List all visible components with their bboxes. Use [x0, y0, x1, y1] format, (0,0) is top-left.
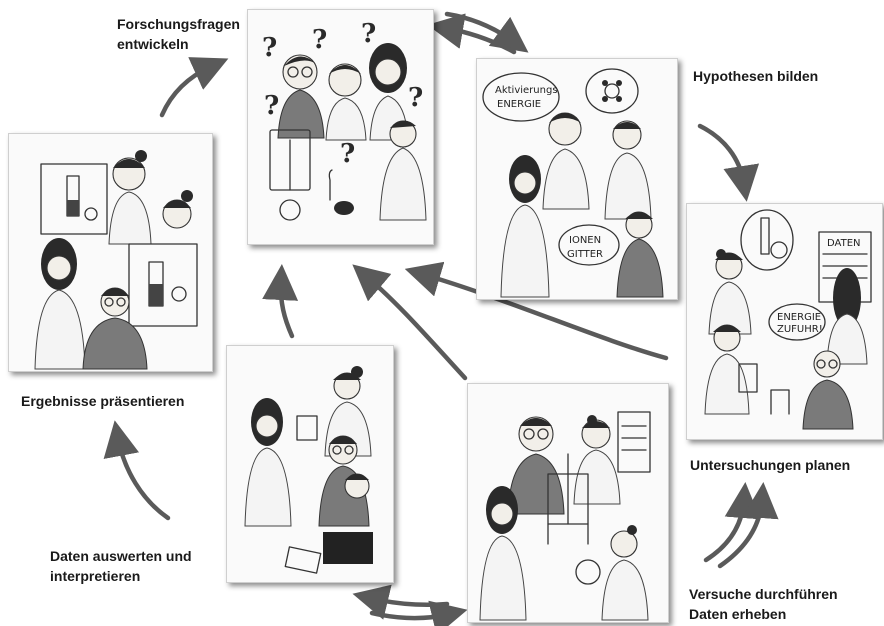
svg-text:?: ?	[264, 91, 279, 121]
bubble-ionen: IONEN	[569, 235, 601, 246]
data-analysis-illustration	[244, 366, 373, 574]
arrow-hypothesen-to-forschungsfragen	[427, 13, 517, 55]
arrow-hypothesen-to-untersuchungen	[697, 123, 760, 202]
hypothesis-discussion-illustration: Aktivierungs ENERGIE IONEN GITTER	[482, 68, 664, 298]
svg-text:?: ?	[340, 139, 355, 169]
bubble-gitter: GITTER	[567, 249, 603, 260]
label-daten: Daten auswerten und interpretieren	[50, 548, 192, 584]
label-untersuchungen: Untersuchungen planen	[690, 457, 851, 473]
arrow-versuche-to-daten	[352, 584, 450, 620]
svg-text:?: ?	[408, 83, 423, 113]
card-versuche	[467, 383, 669, 623]
arrow-center-2	[352, 264, 468, 381]
svg-text:?: ?	[312, 25, 327, 55]
card-daten	[226, 345, 394, 583]
arrow-center-1	[262, 264, 299, 339]
label-hypothesen: Hypothesen bilden	[693, 68, 819, 84]
planning-illustration: DATEN ENERGIE ZUFUHR!	[704, 209, 872, 430]
card-ergebnisse	[8, 133, 213, 372]
bubble-zufuhr: ZUFUHR!	[777, 324, 823, 335]
label-versuche: Versuche durchführen Daten erheben	[689, 586, 838, 622]
questioning-students-illustration: ??? ???	[262, 19, 427, 221]
svg-text:?: ?	[262, 33, 277, 63]
presentation-illustration	[34, 150, 198, 370]
bubble-aktivierung-1: Aktivierungs	[495, 85, 558, 96]
experiment-illustration	[479, 411, 651, 621]
card-untersuchungen: DATEN ENERGIE ZUFUHR!	[686, 203, 883, 440]
sheet-daten: DATEN	[827, 238, 861, 249]
arrow-daten-to-ergebnisse	[103, 420, 171, 521]
bubble-aktivierung-2: ENERGIE	[497, 99, 541, 110]
arrow-versuche-to-untersuchungen	[717, 482, 779, 569]
svg-text:?: ?	[361, 19, 376, 49]
arrow-daten-to-versuche	[369, 600, 468, 626]
card-forschungsfragen: ??? ???	[247, 9, 434, 245]
card-hypothesen: Aktivierungs ENERGIE IONEN GITTER	[476, 58, 678, 300]
label-ergebnisse: Ergebnisse präsentieren	[21, 393, 185, 409]
bubble-energie: ENERGIE	[777, 312, 821, 323]
label-forschungsfragen: Forschungsfragen entwickeln	[117, 16, 240, 52]
arrow-center-3	[404, 261, 669, 361]
arrow-ergebnisse-to-forschungsfragen	[159, 57, 229, 118]
